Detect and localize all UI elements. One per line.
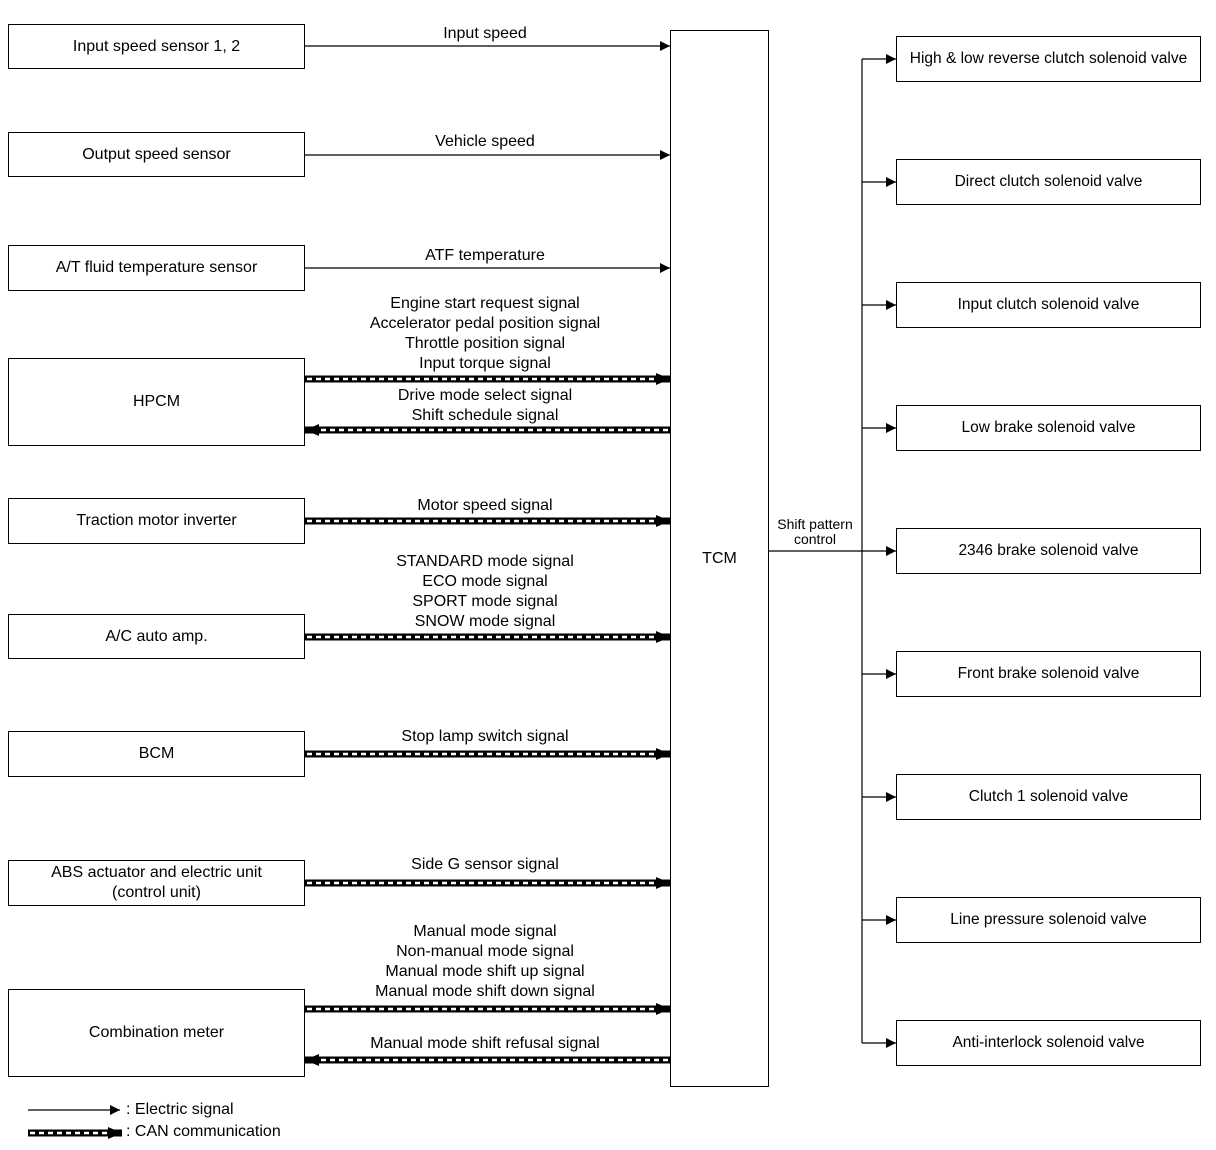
shift-pattern-control-label: Shift pattern control — [777, 516, 853, 547]
signal-label-side-g: Side G sensor signal — [411, 856, 559, 873]
output-clutch-1-valve: Clutch 1 solenoid valve — [896, 774, 1201, 820]
output-direct-clutch-valve: Direct clutch solenoid valve — [896, 159, 1201, 205]
output-front-brake-valve: Front brake solenoid valve — [896, 651, 1201, 697]
output-line-pressure-valve: Line pressure solenoid valve — [896, 897, 1201, 943]
legend-can-label: : CAN communication — [126, 1123, 281, 1140]
output-anti-interlock-valve: Anti-interlock solenoid valve — [896, 1020, 1201, 1066]
signal-label-hpcm-to-tcm: Engine start request signal Accelerator … — [369, 295, 601, 372]
output-2346-brake-valve: 2346 brake solenoid valve — [896, 528, 1201, 574]
at-fluid-temp-sensor-box: A/T fluid temperature sensor — [8, 245, 305, 291]
output-hl-reverse-clutch-valve: High & low reverse clutch solenoid valve — [896, 36, 1201, 82]
signal-label-manual-mode: Manual mode signal Non-manual mode signa… — [375, 923, 595, 1000]
output-input-clutch-valve: Input clutch solenoid valve — [896, 282, 1201, 328]
traction-motor-inverter-box: Traction motor inverter — [8, 498, 305, 544]
signal-label-atf-temperature: ATF temperature — [425, 247, 545, 264]
output-low-brake-valve: Low brake solenoid valve — [896, 405, 1201, 451]
signal-label-motor-speed: Motor speed signal — [417, 497, 553, 514]
hpcm-box: HPCM — [8, 358, 305, 446]
tcm-box: TCM — [670, 30, 769, 1087]
signal-label-input-speed: Input speed — [443, 25, 527, 42]
signal-label-mode-signals: STANDARD mode signal ECO mode signal SPO… — [396, 553, 574, 630]
ac-auto-amp-box: A/C auto amp. — [8, 614, 305, 659]
legend-electric-label: : Electric signal — [126, 1101, 234, 1118]
signal-label-shift-refusal: Manual mode shift refusal signal — [370, 1035, 600, 1052]
bcm-box: BCM — [8, 731, 305, 777]
signal-label-vehicle-speed: Vehicle speed — [435, 133, 535, 150]
output-speed-sensor-box: Output speed sensor — [8, 132, 305, 177]
signal-label-stop-lamp: Stop lamp switch signal — [401, 728, 569, 745]
signal-label-tcm-to-hpcm: Drive mode select signal Shift schedule … — [397, 387, 573, 424]
input-speed-sensor-box: Input speed sensor 1, 2 — [8, 24, 305, 69]
combination-meter-box: Combination meter — [8, 989, 305, 1077]
abs-actuator-box: ABS actuator and electric unit (control … — [8, 860, 305, 906]
